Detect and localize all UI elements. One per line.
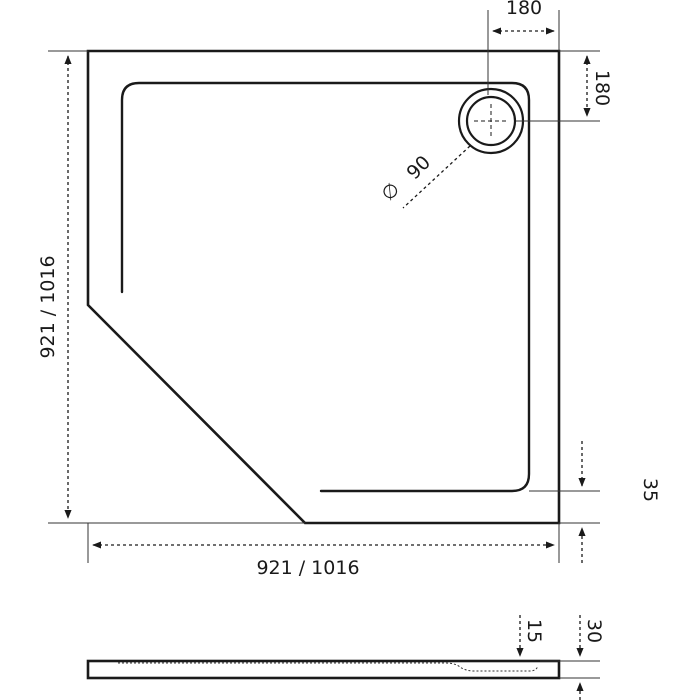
dim-label-drain-offset-y: 180	[591, 70, 613, 106]
drain	[457, 87, 525, 155]
dim-label-total-height: 30	[583, 619, 605, 643]
dim-label-rim-height: 35	[639, 478, 661, 502]
plan-view: ∅ 90 180 180 921 / 1016 921 / 1016 35	[37, 0, 661, 579]
tray-side-inner-surface	[118, 662, 539, 672]
dim-label-depth: 921 / 1016	[37, 255, 59, 358]
dim-label-drain-offset-x: 180	[506, 0, 542, 19]
side-view: 15 30	[86, 615, 605, 700]
dim-label-width: 921 / 1016	[256, 557, 359, 579]
tray-outline	[86, 49, 561, 525]
tray-inner-rim	[120, 81, 531, 493]
dim-label-base-height: 15	[523, 619, 545, 643]
tray-side-profile	[86, 659, 561, 680]
